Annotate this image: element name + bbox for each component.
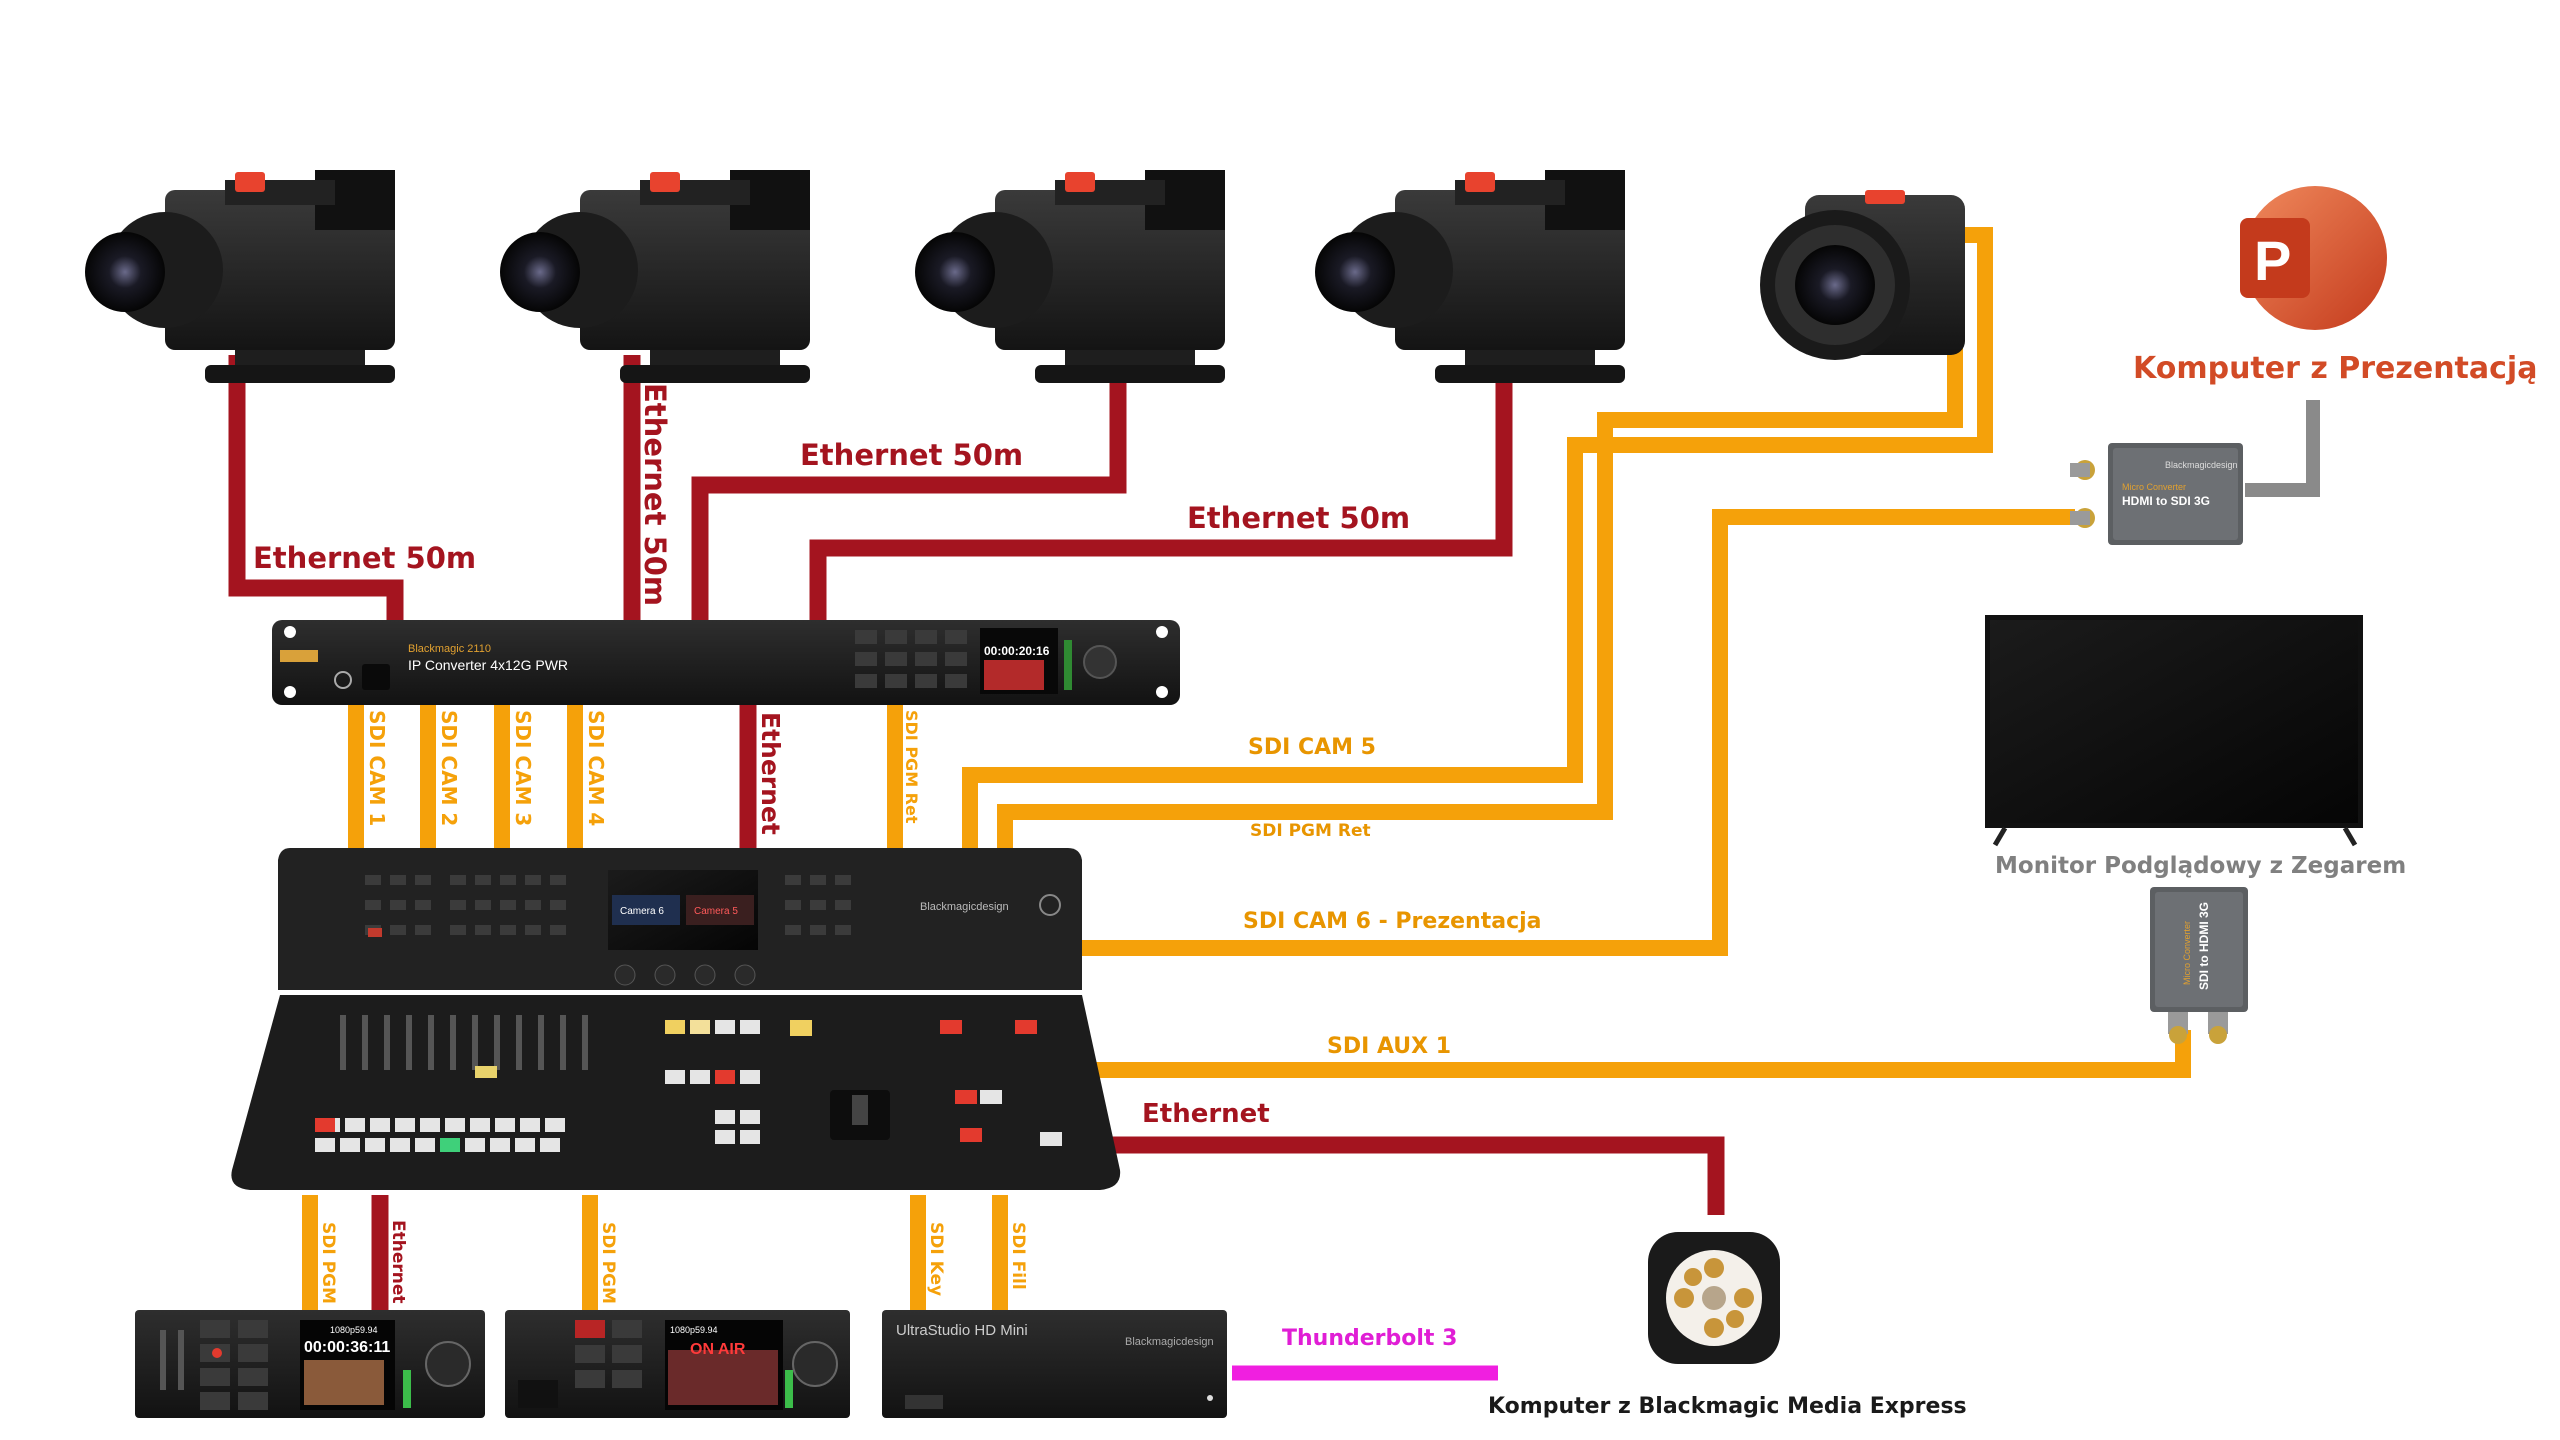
cable-ethernet-cam1 — [228, 355, 404, 625]
cable-ethernet-mediaexpress — [1110, 1136, 1725, 1215]
label-sdi-aux1: SDI AUX 1 — [1327, 1034, 1451, 1059]
label-ethernet-converter-switcher: Ethernet — [756, 712, 785, 835]
hyperdeck-2-onair: ON AIR — [690, 1341, 746, 1358]
label-sdi-fill: SDI Fill — [1008, 1222, 1028, 1290]
label-sdi-pgm-ret-vertical: SDI PGM Ret — [902, 710, 921, 824]
micro-converter-1-brand: Blackmagicdesign — [2165, 460, 2238, 470]
micro-converter-1-model: HDMI to SDI 3G — [2122, 494, 2210, 508]
label-sdi-cam2: SDI CAM 2 — [437, 710, 461, 826]
label-ethernet-cam4: Ethernet 50m — [1187, 501, 1410, 535]
switcher-brand: Blackmagicdesign — [920, 901, 1009, 913]
camera-3 — [915, 170, 1225, 383]
atem-switcher — [231, 848, 1121, 1190]
monitor — [1985, 615, 2363, 847]
powerpoint-icon — [2240, 186, 2387, 330]
hyperdeck-2-format: 1080p59.94 — [670, 1325, 718, 1335]
label-monitor: Monitor Podglądowy z Zegarem — [1995, 853, 2406, 879]
cable-ethernet-cam3 — [691, 355, 1127, 625]
micro-converter-2-model: SDI to HDMI 3G — [2197, 902, 2211, 990]
label-sdi-cam4: SDI CAM 4 — [584, 710, 608, 826]
switcher-screen-right: Camera 5 — [694, 906, 738, 917]
label-ethernet-cam3: Ethernet 50m — [800, 438, 1023, 472]
ultrastudio-hd-mini — [882, 1310, 1227, 1418]
label-sdi-pgm-2: SDI PGM — [598, 1222, 618, 1304]
ip-converter — [272, 620, 1180, 705]
label-thunderbolt: Thunderbolt 3 — [1282, 1326, 1457, 1351]
cable-hdmi-presentation — [2245, 400, 2320, 497]
ip-converter-brand: Blackmagic 2110 — [408, 643, 491, 655]
label-sdi-pgm-1: SDI PGM — [318, 1222, 338, 1304]
ip-converter-model: IP Converter 4x12G PWR — [408, 657, 568, 673]
camera-5-micro — [1760, 190, 1965, 360]
label-sdi-pgm-ret: SDI PGM Ret — [1250, 821, 1371, 841]
label-sdi-cam1: SDI CAM 1 — [365, 710, 389, 826]
cable-sdi-aux1 — [1095, 1030, 2191, 1078]
label-computer-presentation: Komputer z Prezentacją — [2133, 351, 2537, 386]
hyperdeck-1-format: 1080p59.94 — [330, 1325, 378, 1335]
camera-2 — [500, 170, 810, 383]
camera-1 — [85, 170, 395, 383]
label-computer-media-express: Komputer z Blackmagic Media Express — [1488, 1394, 1967, 1419]
label-sdi-cam6: SDI CAM 6 - Prezentacja — [1243, 909, 1542, 934]
micro-converter-1-title: Micro Converter — [2122, 482, 2186, 492]
ip-converter-timecode: 00:00:20:16 — [984, 644, 1050, 658]
hyperdeck-1-timecode: 00:00:36:11 — [304, 1339, 390, 1356]
hyperdeck-2 — [505, 1310, 850, 1418]
ultrastudio-brand: Blackmagicdesign — [1125, 1336, 1214, 1348]
label-ethernet-mediaexpress: Ethernet — [1142, 1099, 1270, 1129]
hyperdeck-1 — [135, 1310, 485, 1418]
camera-4 — [1315, 170, 1625, 383]
ultrastudio-name: UltraStudio HD Mini — [896, 1322, 1028, 1339]
micro-converter-2-title: Micro Converter — [2182, 921, 2192, 985]
label-sdi-cam3: SDI CAM 3 — [511, 710, 535, 826]
micro-converter-sdi-hdmi — [2150, 887, 2248, 1044]
powerpoint-letter: P — [2254, 229, 2291, 292]
switcher-screen-left: Camera 6 — [620, 906, 664, 917]
label-ethernet-cam1: Ethernet 50m — [253, 541, 476, 575]
cable-sdi-cam5 — [962, 227, 1993, 850]
cable-ethernet-cam4 — [809, 355, 1513, 625]
micro-converter-hdmi-sdi — [2070, 443, 2243, 545]
media-express-icon — [1648, 1232, 1780, 1364]
label-ethernet-cam2: Ethernet 50m — [638, 383, 672, 606]
label-sdi-cam5: SDI CAM 5 — [1248, 735, 1376, 760]
cable-sdi-cam6 — [1075, 509, 2075, 956]
label-sdi-key: SDI Key — [926, 1222, 946, 1296]
label-ethernet-hyperdeck: Ethernet — [388, 1220, 408, 1304]
